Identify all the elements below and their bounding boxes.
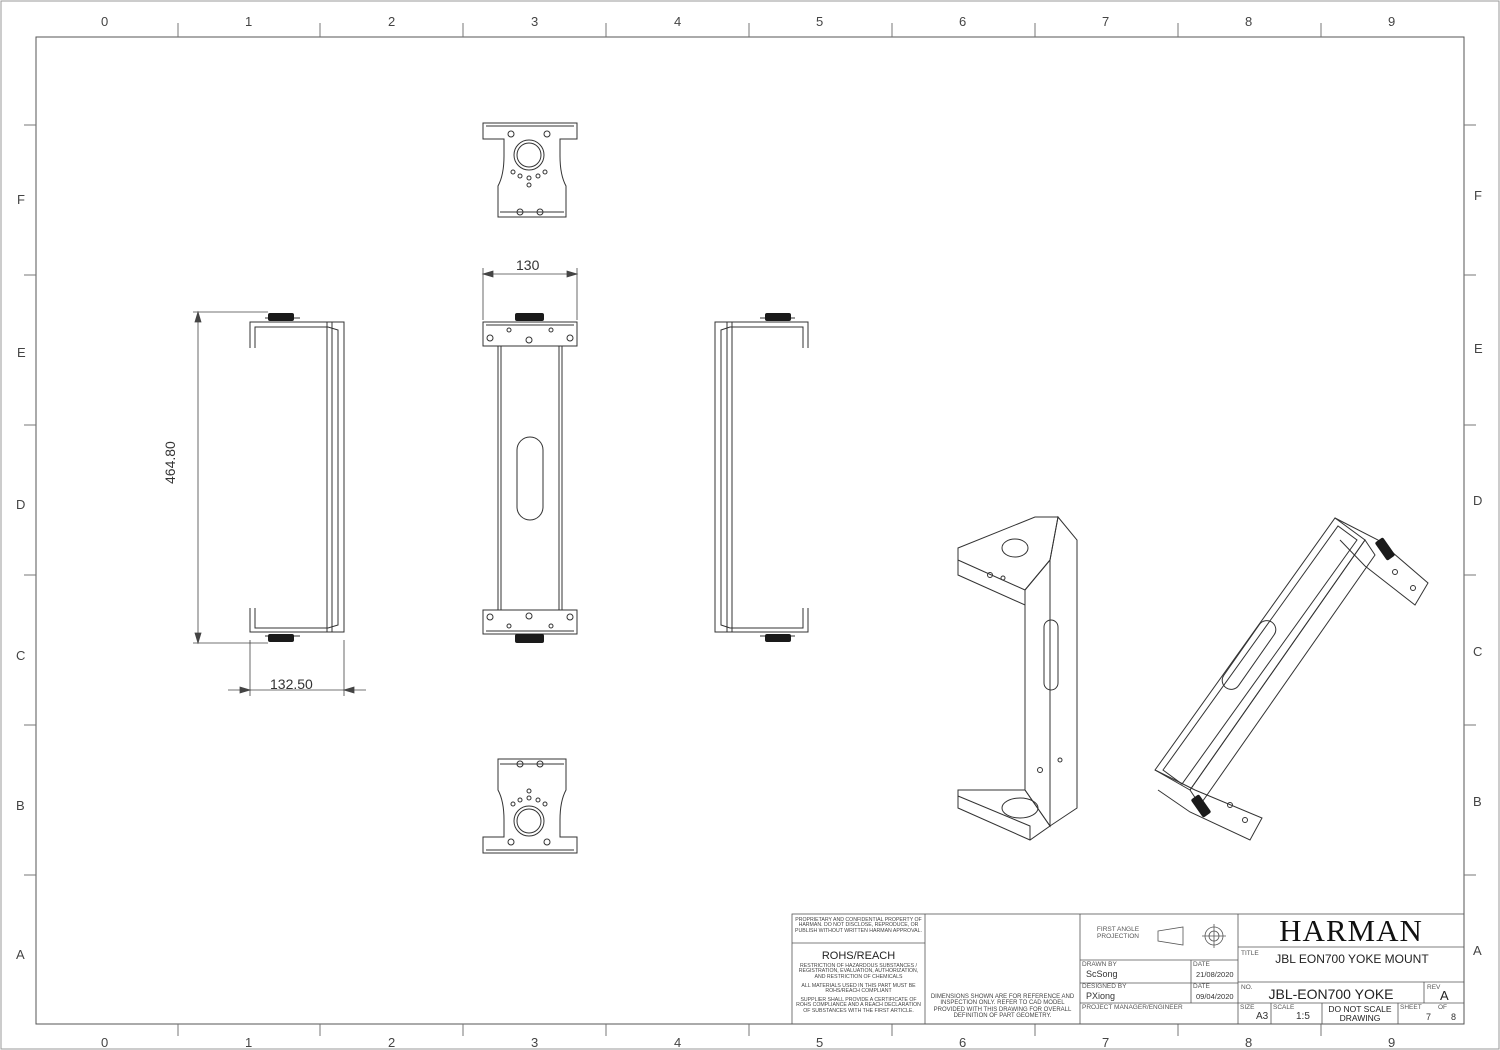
drawn-by-label: DRAWN BY [1082, 961, 1117, 968]
do-not-scale: DO NOT SCALE DRAWING [1328, 1004, 1392, 1024]
zone-col-3: 3 [531, 14, 539, 29]
dimension-width: 130 [516, 257, 540, 273]
size-label: SIZE [1240, 1004, 1255, 1011]
sheet-label: SHEET [1400, 1004, 1422, 1011]
rohs-text: RESTRICTION OF HAZARDOUS SUBSTANCES / RE… [798, 963, 919, 980]
isometric-view-1 [957, 515, 1078, 841]
title-block-frame [791, 913, 1465, 1025]
part-number: JBL-EON700 YOKE [1268, 986, 1394, 1002]
zone-row-d: D [16, 497, 26, 512]
zone-col-2: 2 [388, 1035, 396, 1050]
knobs [268, 313, 1395, 818]
scale: 1:5 [1296, 1011, 1310, 1022]
zone-row-b: B [16, 798, 25, 813]
rohs-title: ROHS/REACH [821, 950, 896, 962]
zone-col-1: 1 [245, 1035, 253, 1050]
project-manager-label: PROJECT MANAGER/ENGINEER [1082, 1004, 1183, 1011]
front-view [482, 321, 578, 635]
designed-date: 09/04/2020 [1196, 992, 1234, 1001]
drawn-date-label: DATE [1193, 961, 1210, 968]
zone-col-9: 9 [1388, 14, 1396, 29]
zone-row-a: A [1473, 943, 1482, 958]
zone-row-e: E [1474, 341, 1483, 356]
dimension-lines [193, 268, 579, 696]
number-label: NO. [1241, 984, 1253, 991]
sheet-number: 7 [1426, 1012, 1432, 1022]
zone-col-5: 5 [816, 1035, 824, 1050]
designed-by-label: DESIGNED BY [1082, 983, 1127, 990]
zone-col-9: 9 [1388, 1035, 1396, 1050]
designed-date-label: DATE [1193, 983, 1210, 990]
sheet-total: 8 [1451, 1012, 1457, 1022]
zone-row-c: C [16, 648, 26, 663]
zone-row-b: B [1473, 794, 1482, 809]
zone-col-8: 8 [1245, 14, 1253, 29]
zone-col-7: 7 [1102, 1035, 1110, 1050]
projection-label: FIRST ANGLE PROJECTION [1096, 926, 1140, 940]
zone-row-a: A [16, 947, 25, 962]
zone-row-f: F [1474, 188, 1482, 203]
rev-label: REV [1427, 984, 1441, 991]
title-label: TITLE [1241, 950, 1259, 957]
zone-row-c: C [1473, 644, 1483, 659]
projection-symbol [1157, 924, 1226, 948]
revision: A [1440, 988, 1449, 1003]
drawn-by: ScSong [1086, 969, 1118, 979]
zone-col-6: 6 [959, 14, 967, 29]
zone-col-5: 5 [816, 14, 824, 29]
proprietary-notice: PROPRIETARY AND CONFIDENTIAL PROPERTY OF… [795, 917, 922, 934]
rohs-compliance: ALL MATERIALS USED IN THIS PART MUST BE … [801, 983, 916, 995]
zone-col-4: 4 [674, 14, 682, 29]
zone-col-3: 3 [531, 1035, 539, 1050]
drawn-date: 21/08/2020 [1196, 970, 1234, 979]
company-logo: HARMAN [1279, 913, 1423, 948]
zone-col-2: 2 [388, 14, 396, 29]
designed-by: PXiong [1086, 991, 1116, 1001]
zone-col-6: 6 [959, 1035, 967, 1050]
left-side-view [249, 317, 345, 637]
top-view [482, 122, 578, 218]
drawing-frame [35, 36, 1465, 1025]
size: A3 [1256, 1011, 1269, 1022]
zone-col-7: 7 [1102, 14, 1110, 29]
zone-row-f: F [17, 192, 25, 207]
zone-row-e: E [17, 345, 26, 360]
isometric-view-2 [1154, 517, 1429, 841]
right-side-view [714, 317, 809, 637]
drawing-title: JBL EON700 YOKE MOUNT [1275, 952, 1429, 966]
zone-col-0: 0 [101, 1035, 109, 1050]
zone-col-8: 8 [1245, 1035, 1253, 1050]
zone-row-d: D [1473, 493, 1483, 508]
bottom-view [482, 758, 578, 854]
dimension-height: 464.80 [162, 441, 178, 484]
scale-label: SCALE [1273, 1004, 1295, 1011]
supplier-note: SUPPLIER SHALL PROVIDE A CERTIFICATE OF … [796, 997, 921, 1014]
zone-ticks [24, 23, 1476, 1036]
dimension-depth: 132.50 [270, 676, 313, 692]
zone-col-0: 0 [101, 14, 109, 29]
of-label: OF [1438, 1004, 1448, 1011]
dimensions-note: DIMENSIONS SHOWN ARE FOR REFERENCE AND I… [930, 994, 1075, 1019]
zone-col-4: 4 [674, 1035, 682, 1050]
zone-col-1: 1 [245, 14, 253, 29]
